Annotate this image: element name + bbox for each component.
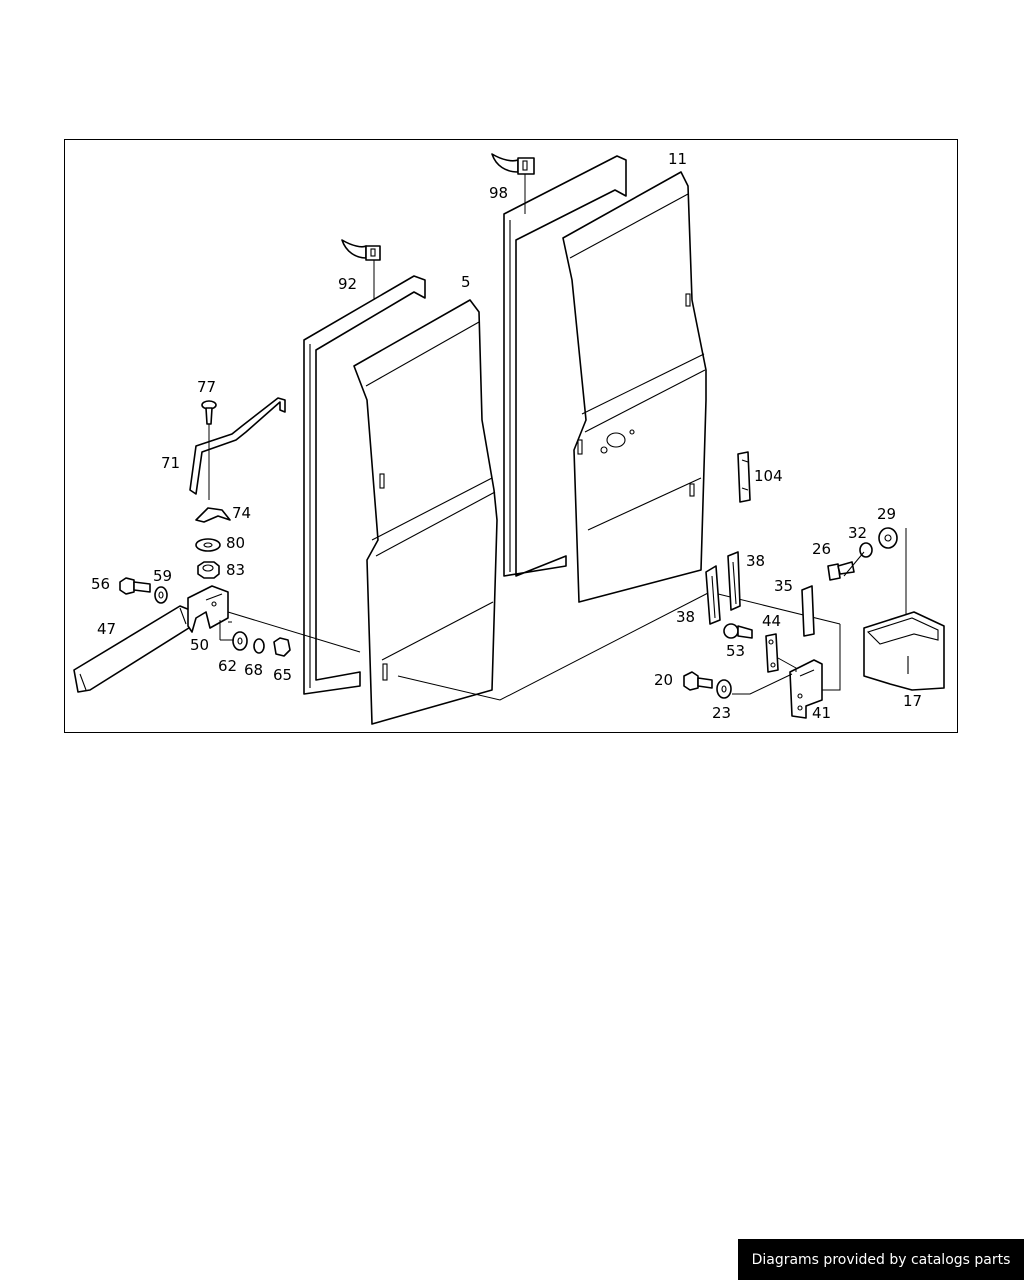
hinge-bracket [187, 585, 229, 633]
bumper-cap-17 [863, 611, 945, 691]
leader-lines-right [732, 551, 865, 695]
spring-washer-68 [253, 638, 265, 654]
check-rod [189, 397, 286, 495]
door-seal-left [303, 275, 426, 695]
callout-83: 83 [226, 561, 245, 579]
seal-clip-98 [491, 153, 535, 214]
callout-71: 71 [161, 454, 180, 472]
washer-59 [154, 586, 168, 604]
callout-53: 53 [726, 642, 745, 660]
callout-65: 65 [273, 666, 292, 684]
callout-26: 26 [812, 540, 831, 558]
callout-80: 80 [226, 534, 245, 552]
callout-59: 59 [153, 567, 172, 585]
callout-74: 74 [232, 504, 251, 522]
callout-50: 50 [190, 636, 209, 654]
callout-labels: 11 98 92 5 77 71 74 80 83 56 59 47 50 62… [91, 150, 922, 722]
lock-plate-41 [789, 659, 823, 719]
bolt-20 [683, 671, 713, 691]
guide-38-right [727, 551, 741, 611]
callout-44: 44 [762, 612, 781, 630]
guide-38-left [705, 565, 721, 625]
callout-47: 47 [97, 620, 116, 638]
seal-clip-92 [341, 239, 381, 300]
callout-20: 20 [654, 671, 673, 689]
footer-credit-badge: Diagrams provided by catalogs parts [738, 1239, 1024, 1280]
clip-104 [737, 451, 751, 503]
link-44 [765, 633, 779, 673]
guide-35 [801, 585, 815, 637]
screw-77 [201, 400, 217, 500]
callout-5: 5 [461, 273, 471, 291]
callout-68: 68 [244, 661, 263, 679]
screw-53 [723, 623, 753, 639]
door-seal-right [503, 155, 627, 577]
callout-29: 29 [877, 505, 896, 523]
callout-92: 92 [338, 275, 357, 293]
callout-17: 17 [903, 692, 922, 710]
grommet-80 [195, 538, 221, 552]
bolt-26 [827, 561, 855, 581]
door-panel-left [353, 299, 498, 725]
callout-41: 41 [812, 704, 831, 722]
callout-11: 11 [668, 150, 687, 168]
washer-62 [232, 631, 248, 651]
washer-23 [716, 679, 732, 699]
callout-35: 35 [774, 577, 793, 595]
washer-29 [878, 527, 898, 549]
callout-77: 77 [197, 378, 216, 396]
callout-32: 32 [848, 524, 867, 542]
leader-lines-left [219, 611, 361, 653]
callout-104: 104 [754, 467, 783, 485]
bolt-56 [119, 577, 151, 595]
callout-62: 62 [218, 657, 237, 675]
diagram-frame [64, 139, 958, 733]
callout-56: 56 [91, 575, 110, 593]
callout-98: 98 [489, 184, 508, 202]
callout-38-upper: 38 [746, 552, 765, 570]
door-strap [73, 605, 193, 693]
callout-38-lower: 38 [676, 608, 695, 626]
clip-74 [195, 507, 231, 523]
callout-23: 23 [712, 704, 731, 722]
nut-83 [197, 561, 220, 579]
nut-65 [273, 637, 291, 657]
door-panel-right [562, 171, 707, 603]
